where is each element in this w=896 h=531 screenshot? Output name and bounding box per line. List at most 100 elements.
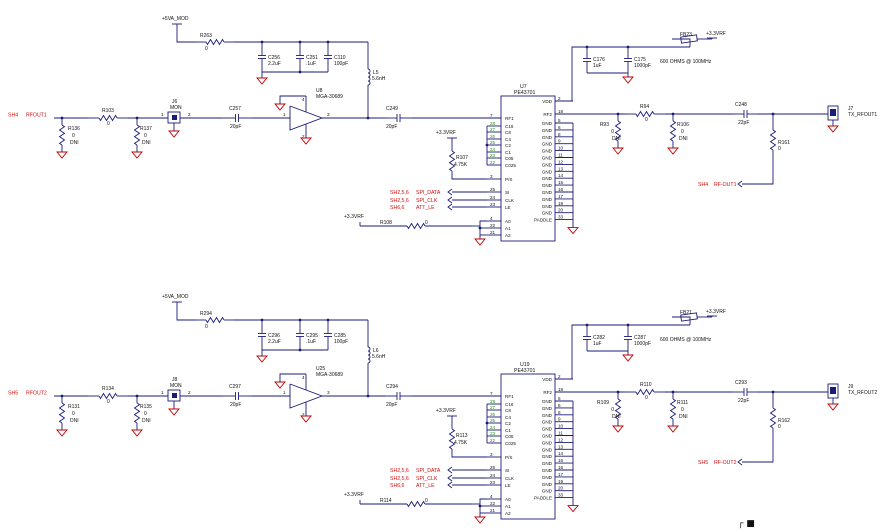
capacitor-value: 1uF: [593, 341, 602, 347]
resistor-value: 0: [425, 220, 428, 226]
port-arrow: [447, 466, 453, 474]
pin-name: A2: [505, 511, 511, 516]
input-net-label: RFOUT2: [26, 391, 47, 397]
capacitor-vertical: [583, 325, 591, 351]
resistor-value: 0: [645, 117, 648, 123]
resistor-horizontal: [88, 114, 128, 122]
ferrite-ref: FB23: [680, 32, 692, 38]
ground-symbol: [567, 505, 579, 513]
capacitor-vertical: [583, 47, 591, 73]
pin-name: GND: [542, 121, 553, 126]
resistor-vertical: [58, 396, 66, 430]
ground-symbol: [827, 403, 839, 411]
attenuator-ic: U19PE437017RF128C1627C826C425C224C123C05…: [487, 362, 573, 520]
pin-name: GND: [542, 204, 553, 209]
ground-symbol: [168, 130, 180, 138]
capacitor-value: .1uF: [306, 339, 316, 345]
pin-name: C8: [505, 130, 511, 135]
dni-label: DNI: [142, 140, 151, 146]
pin-number: 15: [558, 180, 564, 185]
pin-name: GND: [542, 489, 553, 494]
capacitor-value: 20pF: [386, 124, 397, 130]
resistor-horizontal: [625, 110, 665, 118]
resistor-ref: R135: [140, 404, 152, 410]
capacitor-vertical: [258, 42, 266, 72]
capacitor-ref: C257: [229, 106, 241, 112]
output-net-label: RF-OUT1: [714, 182, 737, 188]
pin-name: CLK: [505, 198, 515, 203]
pin-name: GND: [542, 440, 553, 445]
pin-number: 22: [490, 160, 496, 165]
pin-number: 8: [558, 410, 561, 415]
ground-symbol: [300, 415, 312, 423]
power-net-label: +3.3VRF: [436, 408, 456, 414]
pin-name: CLK: [505, 476, 515, 481]
pin-number: 4: [490, 216, 493, 221]
pin-number: 24: [490, 147, 496, 152]
pin-number: 7: [490, 391, 493, 396]
sheet-ref: SH4: [8, 113, 18, 119]
pin-name: GND: [542, 406, 553, 411]
pin-number: 9: [558, 417, 561, 422]
ground-symbol: [667, 425, 679, 433]
pin-name: C16: [505, 124, 514, 129]
resistor-vertical: [448, 146, 456, 176]
ground-symbol: [168, 408, 180, 416]
capacitor-value: 1000pF: [634, 341, 651, 347]
pin-name: C025: [505, 441, 516, 446]
resistor-value: 0: [144, 411, 147, 417]
pin-number: 27: [490, 405, 496, 410]
pin-name: C16: [505, 402, 514, 407]
pin-name: A0: [505, 219, 511, 224]
pin-name: C4: [505, 415, 511, 420]
resistor-horizontal: [196, 38, 234, 46]
ground-symbol: [667, 147, 679, 155]
pin-number: 20: [558, 486, 564, 491]
capacitor-ref: C294: [386, 384, 398, 390]
pin-name: SI: [505, 468, 509, 473]
power-net-label: +3.3VRF: [706, 31, 726, 37]
capacitor-ref: C251: [306, 55, 318, 61]
sheet-ref: SH5: [8, 391, 18, 397]
pin-number: 16: [558, 187, 564, 192]
pin-name: C1: [505, 150, 511, 155]
ferrite-ref: FB21: [680, 310, 692, 316]
pin-number: 16: [558, 465, 564, 470]
sheet-ref: SH2,5,6: [390, 198, 409, 204]
resistor-horizontal: [360, 500, 472, 508]
corner-mark: ┌ ■: [738, 519, 755, 529]
pin-number: 23: [490, 431, 496, 436]
pin-name: GND: [542, 176, 553, 181]
connector-label: MON: [170, 383, 182, 389]
port-arrow: [447, 474, 453, 482]
inductor-ref: L5: [373, 70, 379, 76]
capacitor-vertical: [624, 325, 632, 351]
dni-label: DNI: [70, 418, 79, 424]
capacitor-vertical: [624, 47, 632, 73]
pin-number: 33: [558, 493, 564, 498]
pin-name: PADDLE: [534, 218, 552, 223]
resistor-vertical: [669, 114, 677, 148]
power-net-label: +5VA_MOD: [162, 294, 189, 300]
junction-dot: [485, 143, 489, 147]
pin-name: RF2: [543, 390, 552, 395]
ground-symbol: [131, 429, 143, 437]
pin-number: 1: [283, 112, 286, 117]
capacitor-ref: C249: [386, 106, 398, 112]
capacitor-horizontal: [222, 392, 252, 400]
capacitor-vertical: [296, 320, 304, 350]
power-net-label: +3.3VRF: [344, 492, 364, 498]
pin-number: 7: [490, 113, 493, 118]
ground-symbol: [612, 147, 624, 155]
dni-label: DNI: [612, 136, 621, 142]
pin-number: 25: [490, 140, 496, 145]
capacitor-value: 100pF: [334, 339, 348, 345]
ground-symbol: [622, 76, 634, 84]
power-net-label: +3.3VRF: [436, 130, 456, 136]
resistor-ref: R111: [677, 400, 688, 406]
ground-symbol: [56, 429, 68, 437]
pin-name: GND: [542, 447, 553, 452]
resistor-ref: R107: [456, 155, 468, 161]
output-net-label: RF-OUT2: [714, 460, 737, 466]
capacitor-horizontal: [733, 110, 758, 118]
